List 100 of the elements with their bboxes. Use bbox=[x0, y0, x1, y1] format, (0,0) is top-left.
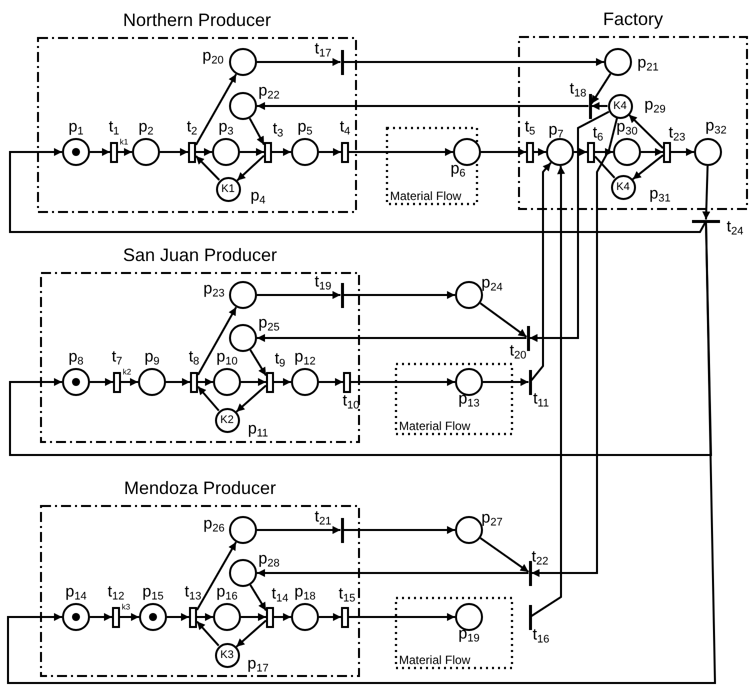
place-circle bbox=[455, 281, 483, 309]
arc-arrow bbox=[319, 378, 343, 386]
transition-bar bbox=[110, 142, 118, 162]
place-circle bbox=[214, 408, 240, 432]
arc-arrow bbox=[344, 291, 455, 299]
arc-arrow bbox=[272, 148, 291, 156]
place-circle bbox=[546, 138, 574, 166]
arc-arrow bbox=[530, 166, 566, 617]
place-label: p$_{11}$ bbox=[248, 420, 268, 440]
arc-arrow bbox=[195, 74, 237, 146]
transition-label: t$_{11}$ bbox=[533, 390, 549, 410]
place-label: p$_{27}$ bbox=[481, 509, 503, 529]
group-title: Northern Producer bbox=[122, 11, 272, 31]
arc-arrow bbox=[90, 378, 113, 386]
transition-label: t$_{24}$ bbox=[726, 218, 744, 238]
arc-arrow bbox=[236, 384, 267, 412]
place-label: p$_{16}$ bbox=[216, 583, 238, 603]
arc-arrow bbox=[590, 73, 612, 104]
kanban-count: K2 bbox=[220, 414, 234, 426]
place-circle bbox=[694, 138, 722, 166]
transition-label: t$_{5}$ bbox=[524, 118, 536, 138]
arc-arrow bbox=[167, 613, 189, 621]
transition-label: t$_{13}$ bbox=[184, 583, 202, 603]
place-circle bbox=[291, 138, 319, 166]
boundary-label: Material Flow bbox=[390, 190, 462, 203]
arc-arrow bbox=[195, 155, 220, 181]
arc-arrow bbox=[241, 613, 266, 621]
transition-label: t$_{17}$ bbox=[314, 40, 332, 60]
arc-arrow bbox=[90, 148, 110, 156]
arc-arrow bbox=[9, 148, 706, 233]
arc-arrow bbox=[274, 613, 291, 621]
transition-bar bbox=[587, 142, 595, 162]
place-label: p$_{28}$ bbox=[258, 550, 280, 570]
arc-arrow bbox=[319, 613, 341, 621]
arc-arrow bbox=[241, 378, 266, 386]
place-circle bbox=[291, 368, 319, 396]
kanban-count: K3 bbox=[220, 650, 234, 660]
transition-bar bbox=[526, 142, 534, 162]
transition-label: t$_{2}$ bbox=[186, 118, 198, 138]
transition-bar bbox=[189, 606, 197, 628]
place-circle bbox=[229, 516, 257, 544]
transition-label: t$_{21}$ bbox=[314, 508, 332, 528]
place-label: p$_{1}$ bbox=[68, 118, 84, 138]
arc-arrow bbox=[166, 378, 190, 386]
place-label: p$_{17}$ bbox=[247, 655, 269, 675]
place-label: p$_{2}$ bbox=[138, 118, 154, 138]
kanban-count: K4 bbox=[616, 182, 630, 192]
arc-arrow bbox=[628, 114, 664, 149]
arc-arrow bbox=[257, 526, 340, 534]
place-circle bbox=[62, 368, 90, 396]
transition-line bbox=[588, 94, 592, 118]
material-flow-boundary bbox=[395, 597, 513, 669]
boundary-label: Material Flow bbox=[399, 654, 470, 667]
transition-bar bbox=[266, 372, 274, 392]
transition-bar bbox=[188, 142, 196, 162]
arc-arrow bbox=[198, 378, 213, 386]
place-label: p$_{18}$ bbox=[294, 583, 316, 603]
arc-arrow bbox=[160, 148, 188, 156]
arc-arrow bbox=[274, 378, 291, 386]
material-flow-boundary bbox=[386, 127, 478, 205]
transition-label: t$_{23}$ bbox=[668, 124, 686, 144]
weight-label: k2 bbox=[122, 368, 132, 378]
arc-arrow bbox=[483, 378, 528, 386]
transition-line bbox=[528, 370, 532, 394]
place-circle bbox=[613, 138, 641, 166]
place-label: p$_{3}$ bbox=[218, 118, 234, 138]
arc-arrow bbox=[702, 166, 710, 220]
place-label: p$_{29}$ bbox=[644, 96, 666, 116]
arc-arrow bbox=[120, 613, 139, 621]
place-circle bbox=[608, 94, 632, 118]
arc-arrow bbox=[351, 378, 455, 386]
arc-arrow bbox=[196, 542, 237, 610]
transition-bar bbox=[190, 372, 198, 392]
place-circle bbox=[604, 48, 632, 76]
place-label: p$_{9}$ bbox=[144, 348, 160, 368]
place-circle bbox=[455, 368, 483, 396]
arc-arrow bbox=[90, 613, 112, 621]
arc-arrow bbox=[480, 537, 530, 573]
transition-line bbox=[526, 326, 530, 350]
place-circle bbox=[291, 603, 319, 631]
place-label: p$_{13}$ bbox=[458, 390, 480, 410]
arc-arrow bbox=[257, 569, 528, 577]
transition-label: t$_{18}$ bbox=[570, 80, 586, 100]
place-label: p$_{6}$ bbox=[450, 160, 466, 180]
kanban-count: K1 bbox=[221, 184, 235, 194]
arc-arrow bbox=[236, 620, 267, 648]
arc-arrow bbox=[344, 526, 455, 534]
weight-label: k3 bbox=[122, 604, 130, 612]
place-circle bbox=[62, 138, 90, 166]
group-title: San Juan Producer bbox=[122, 246, 278, 266]
transition-label: t$_{8}$ bbox=[188, 348, 200, 368]
place-label: p$_{21}$ bbox=[637, 54, 659, 74]
place-circle bbox=[455, 516, 483, 544]
place-label: p$_{24}$ bbox=[481, 274, 503, 294]
place-label: p$_{14}$ bbox=[65, 583, 87, 603]
place-circle bbox=[229, 559, 257, 587]
place-circle bbox=[610, 174, 636, 200]
material-flow-boundary bbox=[395, 363, 513, 435]
transition-label: t$_{19}$ bbox=[314, 273, 332, 293]
transition-line bbox=[340, 282, 344, 308]
